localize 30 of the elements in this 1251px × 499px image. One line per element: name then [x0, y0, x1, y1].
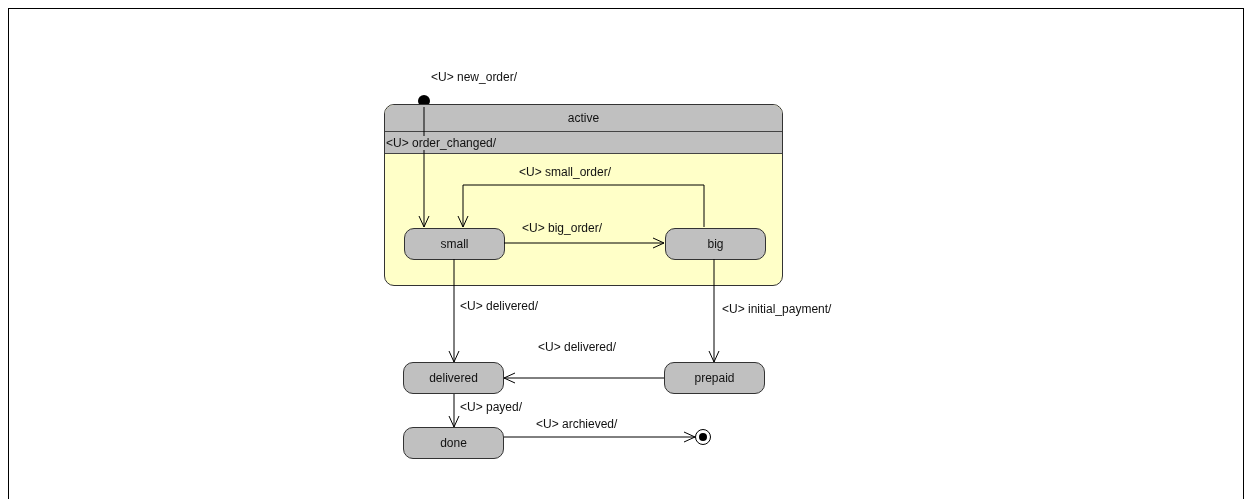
- transition-arrow: [503, 431, 696, 443]
- state-name: big: [707, 237, 724, 251]
- edge-label: <U> delivered/: [538, 340, 617, 354]
- final-state: [695, 429, 711, 445]
- edge-label: <U> small_order/: [519, 165, 612, 179]
- state-box: [404, 228, 505, 260]
- edge-label: <U> delivered/: [460, 299, 539, 313]
- state-name: small: [440, 237, 469, 251]
- transition-arrow: [503, 237, 665, 249]
- state-box: [664, 362, 765, 394]
- state-box: [403, 427, 504, 459]
- composite-state: [384, 104, 783, 286]
- state-name: prepaid: [694, 371, 735, 385]
- transition-arrow: [448, 258, 460, 363]
- state-name: active: [567, 111, 600, 125]
- internal-transition: <U> order_changed/: [386, 135, 497, 150]
- transition-arrow: [448, 393, 460, 428]
- transition-arrow: [503, 372, 665, 384]
- edge-label: <U> payed/: [460, 400, 523, 414]
- state-name: delivered: [429, 371, 478, 385]
- edge-label: <U> initial_payment/: [722, 302, 832, 316]
- transition-arrow: [457, 184, 705, 228]
- edge-label: <U> big_order/: [522, 221, 603, 235]
- edge-label: <U> archieved/: [536, 417, 618, 431]
- transition-arrow: [418, 106, 430, 228]
- transition-arrow: [708, 258, 720, 363]
- edge-label: <U> new_order/: [431, 70, 518, 84]
- state-box: [665, 228, 766, 260]
- state-box: [403, 362, 504, 394]
- state-name: done: [440, 436, 467, 450]
